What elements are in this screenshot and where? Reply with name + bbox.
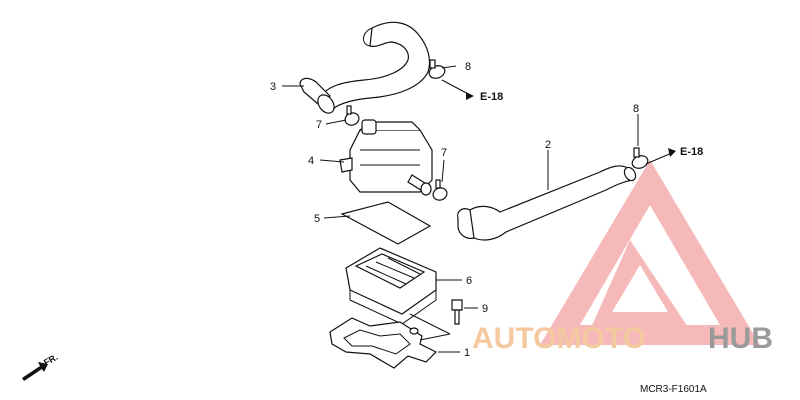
callout-4: 4 [308, 155, 314, 167]
watermark-text: AUTOMOTO HUB [472, 322, 773, 355]
clip-8-upper [428, 59, 446, 79]
figure-code: MCR3-F1601A [640, 384, 707, 395]
hose-upper [299, 21, 431, 114]
watermark-logo [540, 160, 760, 345]
valve-housing [339, 119, 433, 196]
clip-8-right [631, 147, 649, 169]
callout-6: 6 [466, 275, 472, 287]
front-direction-indicator: FR. [22, 352, 60, 381]
clip-7-upper [344, 105, 360, 126]
ref-e18-upper: E-18 [480, 91, 503, 103]
front-label: FR. [42, 352, 60, 368]
arrow-icon-right [668, 148, 676, 157]
callout-8-right: 8 [633, 103, 639, 115]
callout-5: 5 [314, 213, 320, 225]
watermark-text-part2: HUB [708, 322, 773, 355]
watermark-text-part1: AUTOMOTO [472, 322, 646, 355]
callout-8-upper: 8 [465, 61, 471, 73]
callout-2: 2 [545, 139, 551, 151]
callout-9: 9 [482, 303, 488, 315]
clip-7-lower [432, 179, 448, 201]
bolt [451, 299, 463, 325]
callout-1: 1 [464, 347, 470, 359]
ref-e18-right: E-18 [680, 146, 703, 158]
bracket [329, 317, 438, 369]
callout-7-upper: 7 [316, 119, 322, 131]
hose-long [457, 165, 637, 241]
leader-lines [282, 65, 675, 353]
callout-3: 3 [270, 81, 276, 93]
callout-7-lower: 7 [441, 147, 447, 159]
arrow-icon-upper [466, 92, 474, 100]
filter-case [345, 247, 437, 325]
filter-element [340, 201, 432, 245]
front-arrow-icon [22, 362, 48, 381]
